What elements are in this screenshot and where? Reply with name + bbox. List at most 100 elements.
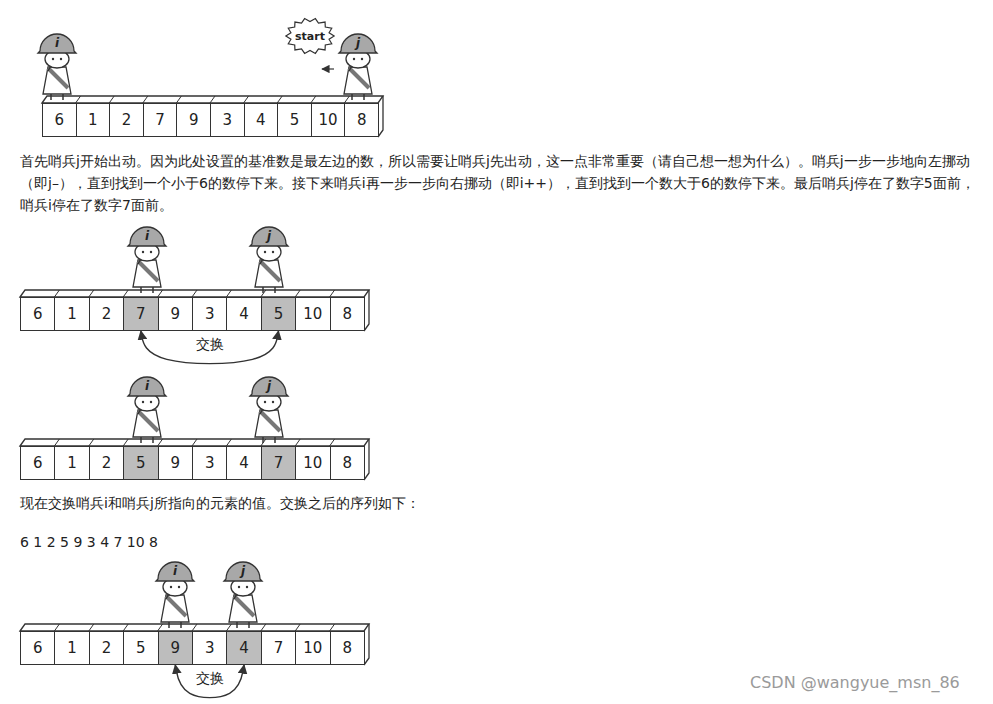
cell-value: 4 [256,111,266,129]
watermark: CSDN @wangyue_msn_86 [750,673,985,693]
array-cell: 5 [123,446,158,480]
helmet-letter: i [55,37,59,49]
helmet-letter: i [173,565,177,577]
cell-value: 6 [33,639,43,657]
helmet-letter: start [295,31,325,42]
sentry-figure [250,227,288,293]
cell-value: 6 [33,454,43,472]
sentry-figure [156,562,194,628]
array-cell: 1 [76,103,111,137]
cell-value: 1 [88,111,98,129]
array-cell: 8 [330,446,365,480]
array-cell: 9 [158,297,193,331]
edge-label: 交换 [194,670,226,688]
cell-value: 8 [343,639,353,657]
helmet-letter: j [241,565,245,577]
cell-value: 1 [67,639,77,657]
array-cell: 8 [330,297,365,331]
speech-burst [286,19,334,54]
cell-value: 7 [274,454,284,472]
array-cell: 2 [89,446,124,480]
array-cell: 3 [192,631,227,665]
cell-value: 3 [205,639,215,657]
array-cell: 2 [89,631,124,665]
cell-value: 9 [171,305,181,323]
cell-value: 3 [223,111,233,129]
cell-value: 7 [274,639,284,657]
array-cell: 5 [261,297,296,331]
array-cell: 4 [226,631,261,665]
helmet-letter: i [145,230,149,242]
array-cell: 6 [42,103,77,137]
body-text: 首先哨兵j开始出动。因为此处设置的基准数是最左边的数，所以需要让哨兵j先出动，这… [20,150,978,216]
cell-value: 2 [102,639,112,657]
sentry-figure [128,377,166,443]
array-cell: 8 [344,103,379,137]
array-top-face [20,624,369,665]
cell-value: 2 [102,454,112,472]
helmet-letter: j [267,380,271,392]
array-cell: 1 [54,631,89,665]
cell-value: 5 [136,639,146,657]
helmet-letter: j [356,37,360,49]
cell-value: 10 [303,454,322,472]
array-cell: 3 [192,446,227,480]
array-cell: 7 [261,631,296,665]
array-cell: 6 [20,446,55,480]
array-cell: 2 [109,103,144,137]
swap-arrow [175,665,244,698]
cell-value: 3 [205,454,215,472]
array-top-face [20,290,369,331]
move-arrow [322,68,334,69]
cell-value: 2 [102,305,112,323]
cell-value: 7 [155,111,165,129]
cell-value: 1 [67,305,77,323]
sentry-figure [250,377,288,443]
array-cell: 3 [192,297,227,331]
cell-value: 4 [239,454,249,472]
cell-value: 9 [171,639,181,657]
cell-value: 6 [55,111,65,129]
array-cell: 7 [143,103,178,137]
array-cell: 6 [20,631,55,665]
edge-label: 交换 [194,336,226,354]
cell-value: 8 [343,454,353,472]
cell-value: 10 [303,639,322,657]
cell-value: 6 [33,305,43,323]
array-cell: 9 [158,446,193,480]
array-cell: 6 [20,297,55,331]
cell-value: 2 [122,111,132,129]
body-text: 现在交换哨兵i和哨兵j所指向的元素的值。交换之后的序列如下： [20,492,920,514]
array-top-face [42,96,383,137]
array-cell: 4 [226,297,261,331]
array-cell: 10 [295,297,330,331]
array-cell: 1 [54,446,89,480]
array-top-face [20,439,369,480]
sentry-figure [339,34,377,100]
cell-value: 4 [239,305,249,323]
array-cell: 7 [123,297,158,331]
cell-value: 5 [274,305,284,323]
cell-value: 8 [343,305,353,323]
array-cell: 7 [261,446,296,480]
cell-value: 3 [205,305,215,323]
cell-value: 5 [290,111,300,129]
helmet-letter: j [267,230,271,242]
cell-value: 4 [239,639,249,657]
array-cell: 4 [226,446,261,480]
array-cell: 9 [158,631,193,665]
body-text: 6 1 2 5 9 3 4 7 10 8 [20,531,420,553]
cell-value: 8 [357,111,367,129]
array-cell: 4 [244,103,279,137]
cell-value: 10 [319,111,338,129]
helmet-letter: i [145,380,149,392]
array-cell: 9 [176,103,211,137]
array-cell: 8 [330,631,365,665]
swap-arrow [141,331,279,364]
sentry-figure [38,34,76,100]
cell-value: 1 [67,454,77,472]
array-cell: 5 [123,631,158,665]
cell-value: 7 [136,305,146,323]
array-cell: 10 [295,446,330,480]
